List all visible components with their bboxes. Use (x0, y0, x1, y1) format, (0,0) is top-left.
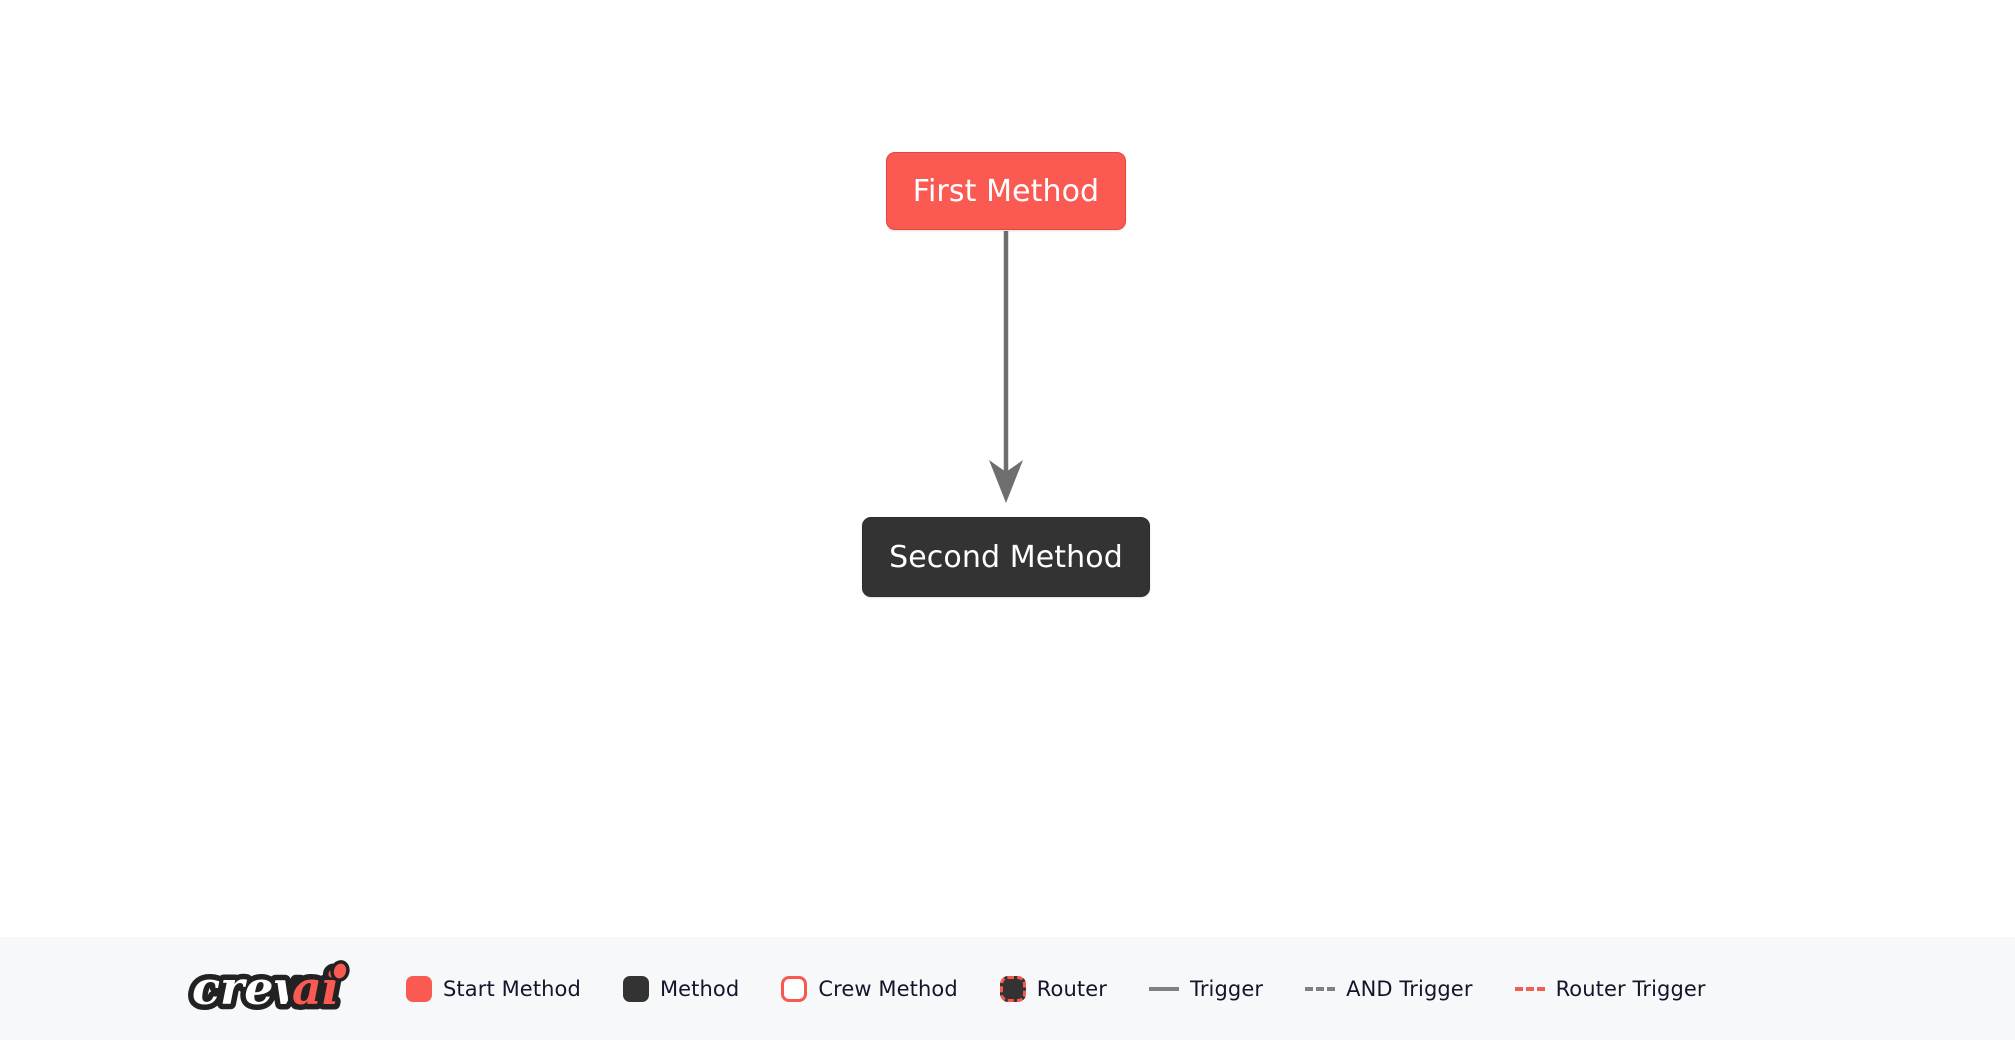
legend-item-start-method[interactable]: Start Method (406, 975, 581, 1002)
flow-canvas[interactable]: First Method Second Method (0, 0, 2015, 937)
legend-bar: crew crew ai ai Start Method Method Crew… (0, 937, 2015, 1040)
crew-method-swatch-icon (781, 975, 808, 1002)
flow-node-label: Second Method (889, 539, 1123, 575)
legend-item-and-trigger[interactable]: AND Trigger (1305, 977, 1472, 1001)
legend-label: Router Trigger (1555, 976, 1706, 1001)
legend-label: AND Trigger (1346, 976, 1473, 1001)
logo-text-crew: crew (192, 961, 315, 1015)
legend-label: Crew Method (818, 976, 958, 1001)
router-swatch-icon (999, 975, 1026, 1002)
trigger-line-icon (1148, 986, 1179, 991)
flow-node-second-method[interactable]: Second Method (862, 517, 1150, 597)
crewai-logo: crew crew ai ai (188, 958, 350, 1020)
legend-label: Router (1036, 976, 1107, 1001)
logo-dot-icon (330, 959, 350, 982)
legend-item-router[interactable]: Router (999, 975, 1107, 1002)
flow-node-label: First Method (912, 173, 1100, 209)
edge-first-to-second (989, 231, 1023, 503)
edge-layer (989, 231, 1023, 503)
legend-label: Start Method (443, 976, 581, 1001)
legend-item-router-trigger[interactable]: Router Trigger (1514, 976, 1706, 1001)
legend-item-trigger[interactable]: Trigger (1148, 976, 1264, 1001)
legend-item-method[interactable]: Method (622, 975, 740, 1002)
legend-item-crew-method[interactable]: Crew Method (781, 975, 958, 1002)
method-swatch-icon (622, 975, 649, 1002)
arrowhead-icon (989, 460, 1023, 503)
router-trigger-line-icon (1514, 986, 1545, 991)
start-method-swatch-icon (406, 975, 432, 1002)
and-trigger-line-icon (1305, 986, 1336, 991)
logo-outline-crew: crew (192, 961, 315, 1015)
legend-label: Trigger (1189, 976, 1264, 1001)
flow-node-first-method[interactable]: First Method (886, 152, 1126, 230)
legend-label: Method (659, 976, 740, 1001)
legend-items: Start Method Method Crew Method Router T… (406, 975, 1706, 1002)
